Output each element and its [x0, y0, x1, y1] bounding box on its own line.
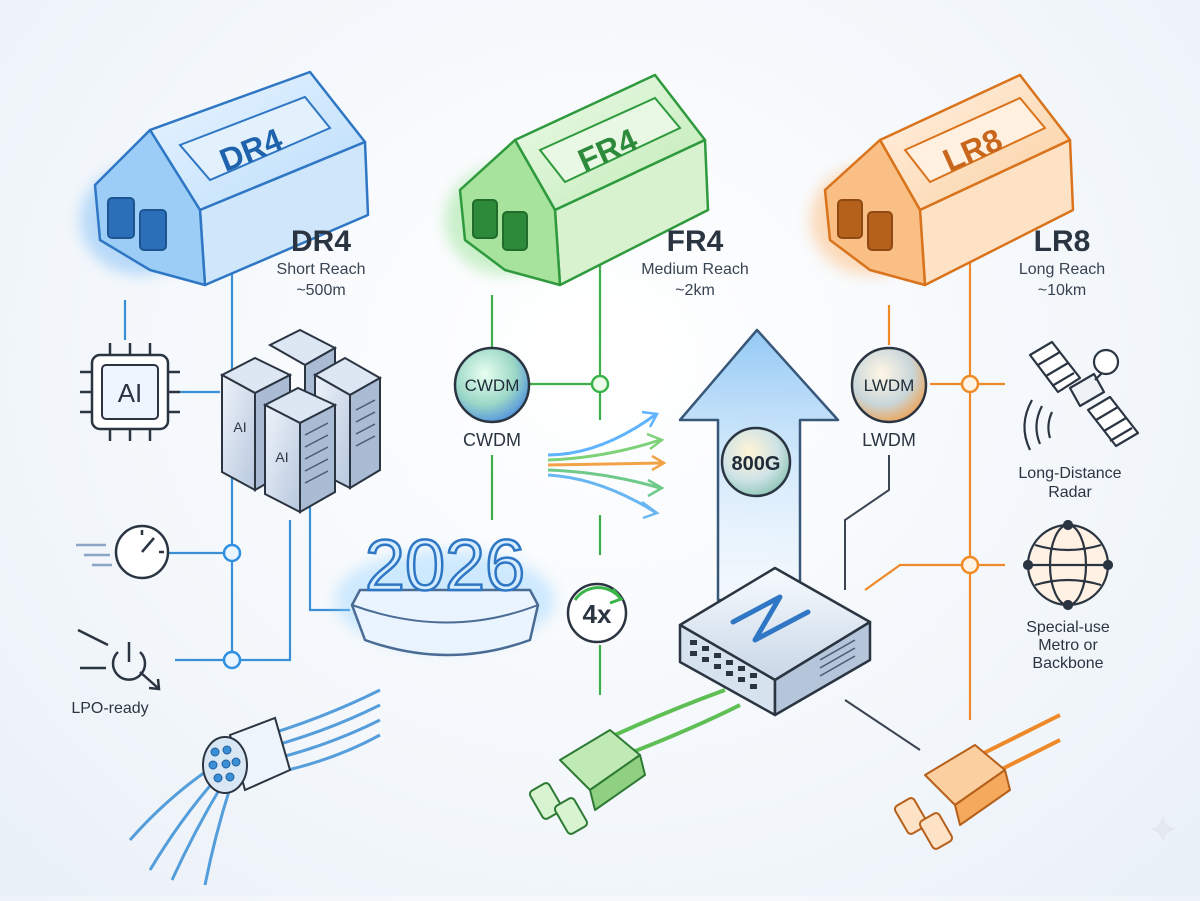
server-rack-icon: AI AI — [219, 328, 383, 514]
globe-icon — [1022, 519, 1114, 611]
lwdm-orb-label: LWDM — [864, 376, 915, 395]
year-badge: 2026 — [335, 525, 555, 657]
lr8-reach: Long Reach — [1019, 261, 1105, 278]
lwdm-label: LWDM — [862, 430, 916, 450]
green-connectors — [490, 262, 602, 695]
year-label: 2026 — [365, 526, 525, 606]
multiplier-loop-icon: 4x — [566, 582, 628, 644]
ai-chip-label: AI — [118, 378, 143, 408]
metro-label-line1: Special-use — [1026, 619, 1110, 636]
cwdm-orb-label: CWDM — [465, 376, 520, 395]
multiplier-label: 4x — [583, 599, 612, 629]
connector-lines — [123, 262, 1005, 751]
dr4-caption: DR4 Short Reach ~500m — [277, 225, 366, 299]
dr4-reach: Short Reach — [277, 261, 366, 278]
fr4-module: FR4 — [445, 73, 710, 287]
metro-label-line2: Metro or — [1038, 637, 1098, 654]
green-lc-connector-icon — [528, 688, 741, 835]
lr8-title: LR8 — [1034, 225, 1091, 258]
lwdm-orb: LWDM — [850, 346, 928, 424]
metro-label-line3: Backbone — [1032, 655, 1103, 672]
fr4-caption: FR4 Medium Reach ~2km — [641, 225, 749, 299]
radar-label-line2: Radar — [1048, 484, 1092, 501]
orange-lc-connector-icon — [893, 713, 1061, 850]
rack-ai-label-2: AI — [275, 449, 288, 465]
satellite-radar-icon — [1023, 340, 1140, 451]
power-icon — [77, 628, 161, 691]
lr8-distance: ~10km — [1038, 282, 1086, 299]
lr8-caption: LR8 Long Reach ~10km — [1019, 225, 1105, 299]
cwdm-label: CWDM — [463, 430, 521, 450]
dr4-distance: ~500m — [296, 282, 345, 299]
speed-arrow-icon: 800G — [678, 328, 840, 602]
fr4-distance: ~2km — [675, 282, 715, 299]
fr4-title: FR4 — [667, 225, 724, 258]
ai-chip-icon: AI — [80, 343, 180, 441]
sparkle-icon — [1149, 815, 1177, 843]
fr4-reach: Medium Reach — [641, 261, 749, 278]
network-switch-icon — [678, 566, 872, 717]
rack-ai-label-1: AI — [233, 419, 246, 435]
speed-gauge-icon — [76, 524, 170, 580]
wavelength-fan-icon — [547, 410, 667, 520]
cwdm-orb: CWDM — [453, 346, 531, 424]
rate-label: 800G — [732, 453, 781, 475]
fiber-bundle-icon — [128, 688, 381, 886]
lpo-ready-label: LPO-ready — [71, 700, 148, 717]
dr4-module: DR4 — [80, 70, 370, 287]
dr4-title: DR4 — [291, 225, 351, 258]
junction-dots — [222, 374, 980, 670]
lr8-module: LR8 — [810, 73, 1075, 287]
radar-label-line1: Long-Distance — [1018, 465, 1121, 482]
